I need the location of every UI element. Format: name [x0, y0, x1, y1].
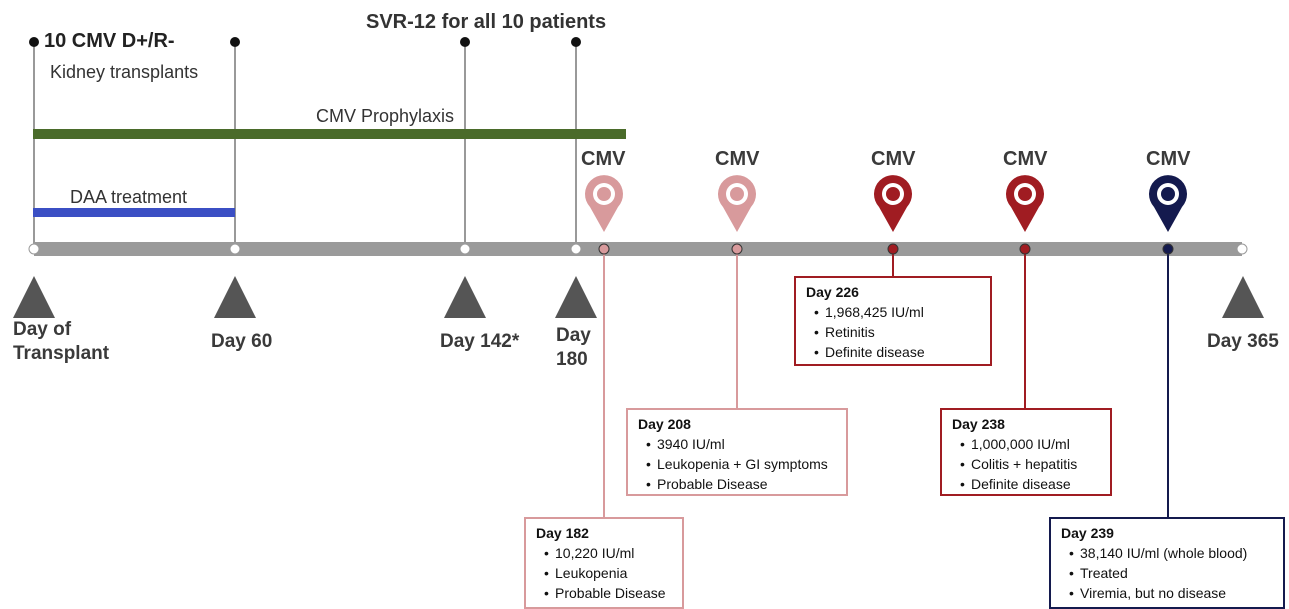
pin-center-dot [597, 187, 611, 201]
cmv-label-4: CMV [1003, 148, 1048, 170]
cmv-axis-dot [887, 243, 899, 255]
event-box-day-239: Day 239 38,140 IU/ml (whole blood) Treat… [1049, 517, 1285, 609]
cmv-label-2: CMV [715, 148, 760, 170]
milestone-day-0: Day of Transplant [13, 319, 110, 364]
event-day-208: Day 208 [638, 416, 691, 432]
event-point: Probable Disease [646, 474, 838, 494]
milestone-top-dot [460, 37, 470, 47]
milestone-top-dot [230, 37, 240, 47]
milestone-triangle-marker [214, 276, 256, 318]
cmv-axis-dot [1019, 243, 1031, 255]
event-point: Colitis + hepatitis [960, 454, 1102, 474]
cmv-label-1: CMV [581, 148, 626, 170]
prophylaxis-bar [33, 129, 626, 139]
event-point: 3940 IU/ml [646, 434, 838, 454]
event-box-day-238: Day 238 1,000,000 IU/ml Colitis + hepati… [940, 408, 1112, 496]
svr-label: SVR-12 for all 10 patients [366, 11, 607, 33]
axis-milestone-dot [28, 243, 40, 255]
event-day-182: Day 182 [536, 525, 589, 541]
pin-center-dot [1161, 187, 1175, 201]
event-point: Probable Disease [544, 583, 674, 603]
milestone-top-dot [29, 37, 39, 47]
milestone-day-60: Day 60 [211, 331, 273, 352]
event-points: 10,220 IU/ml Leukopenia Probable Disease [536, 543, 674, 603]
timeline-axis [34, 242, 1242, 256]
cmv-label-3: CMV [871, 148, 916, 170]
event-box-day-208: Day 208 3940 IU/ml Leukopenia + GI sympt… [626, 408, 848, 496]
milestone-triangle-marker [1222, 276, 1264, 318]
event-point: 1,000,000 IU/ml [960, 434, 1102, 454]
milestone-day-365: Day 365 [1207, 331, 1279, 352]
event-day-226: Day 226 [806, 284, 859, 300]
event-point: 10,220 IU/ml [544, 543, 674, 563]
prophylaxis-label: CMV Prophylaxis [316, 106, 455, 126]
axis-milestone-dot [570, 243, 582, 255]
cmv-label-5: CMV [1146, 148, 1191, 170]
event-points: 3940 IU/ml Leukopenia + GI symptoms Prob… [638, 434, 838, 494]
event-points: 1,000,000 IU/ml Colitis + hepatitis Defi… [952, 434, 1102, 494]
milestone-triangle-marker [444, 276, 486, 318]
event-point: Viremia, but no disease [1069, 583, 1275, 603]
daa-treatment-label: DAA treatment [70, 187, 188, 207]
event-point: Retinitis [814, 322, 982, 342]
cmv-axis-dot [731, 243, 743, 255]
event-point: 38,140 IU/ml (whole blood) [1069, 543, 1275, 563]
milestone-day-180: Day 180 [556, 325, 591, 370]
cmv-axis-dot [1162, 243, 1174, 255]
milestone-day-142: Day 142* [440, 331, 520, 352]
milestone-triangle-marker [13, 276, 55, 318]
event-point: Definite disease [960, 474, 1102, 494]
pin-center-dot [886, 187, 900, 201]
event-point: Leukopenia [544, 563, 674, 583]
milestone-triangle-marker [555, 276, 597, 318]
donor-status-label: 10 CMV D+/R- [44, 30, 175, 52]
cmv-axis-dot [598, 243, 610, 255]
event-box-day-182: Day 182 10,220 IU/ml Leukopenia Probable… [524, 517, 684, 609]
event-day-239: Day 239 [1061, 525, 1114, 541]
event-points: 38,140 IU/ml (whole blood) Treated Virem… [1061, 543, 1275, 603]
event-point: Definite disease [814, 342, 982, 362]
pin-center-dot [730, 187, 744, 201]
milestone-top-dot [571, 37, 581, 47]
axis-milestone-dot [1236, 243, 1248, 255]
daa-treatment-bar [33, 208, 235, 217]
event-day-238: Day 238 [952, 416, 1005, 432]
event-point: 1,968,425 IU/ml [814, 302, 982, 322]
event-points: 1,968,425 IU/ml Retinitis Definite disea… [806, 302, 982, 362]
axis-milestone-dot [459, 243, 471, 255]
event-point: Leukopenia + GI symptoms [646, 454, 838, 474]
event-point: Treated [1069, 563, 1275, 583]
event-box-day-226: Day 226 1,968,425 IU/ml Retinitis Defini… [794, 276, 992, 366]
pin-center-dot [1018, 187, 1032, 201]
axis-milestone-dot [229, 243, 241, 255]
transplant-type-label: Kidney transplants [50, 62, 199, 82]
